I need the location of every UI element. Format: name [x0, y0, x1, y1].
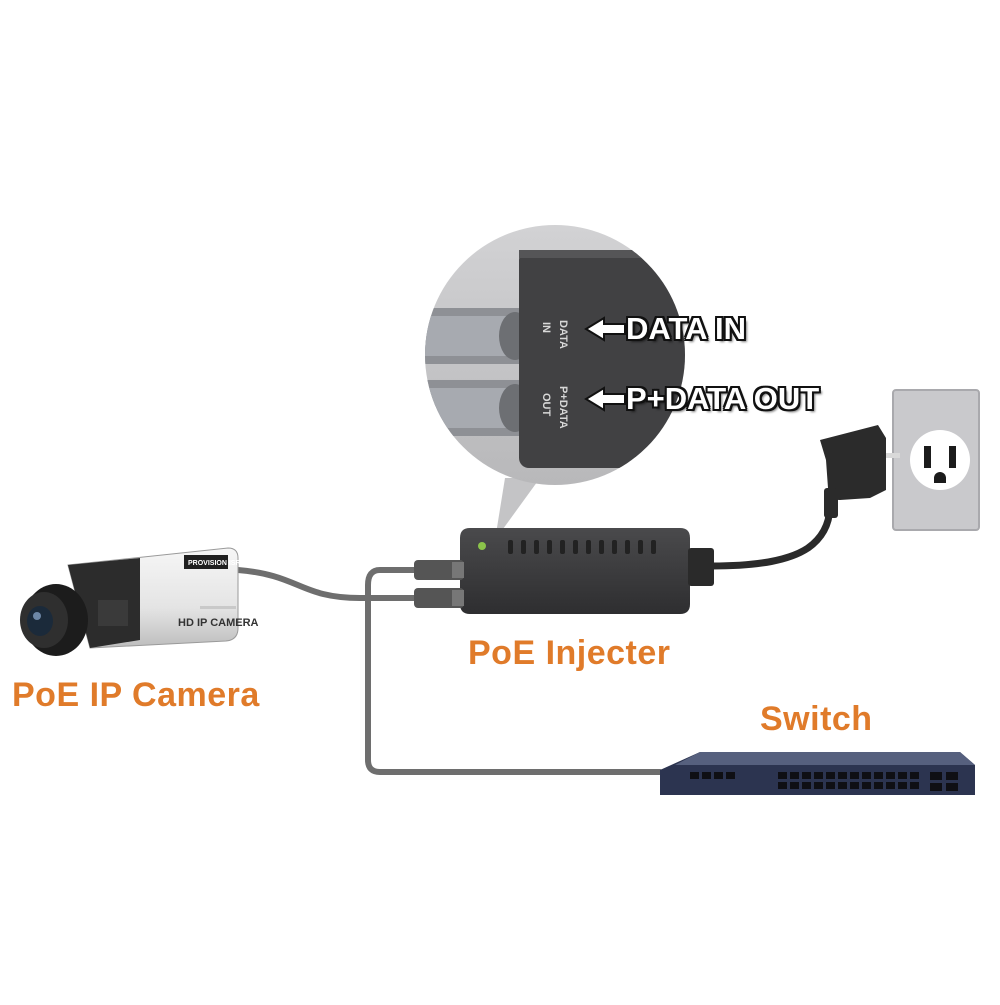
injector-vents [508, 540, 656, 554]
camera-model: HD IP CAMERA [178, 617, 259, 629]
port-label-data: DATA [557, 320, 569, 349]
arrow-left-icon [584, 386, 626, 412]
camera-to-injector-cable [235, 567, 423, 601]
injector-label: PoE Injecter [468, 634, 671, 672]
power-cable [708, 501, 834, 570]
ip-camera-device: PROVISION ISR HD IP CAMERA [20, 547, 259, 656]
arrow-left-icon [584, 316, 626, 342]
switch-label: Switch [760, 700, 873, 738]
camera-label: PoE IP Camera [12, 676, 260, 714]
port-label-in: IN [540, 322, 552, 333]
switch-to-injector-cable [365, 567, 663, 775]
power-led [478, 542, 486, 550]
zoom-pointer [495, 478, 540, 540]
power-plug-icon [820, 425, 900, 518]
wall-outlet-icon [892, 389, 980, 531]
port-label-out: OUT [540, 393, 552, 417]
port-label-pdata: P+DATA [557, 386, 569, 429]
zoom-circle: DATA IN P+DATA OUT [425, 225, 685, 485]
data-in-callout: DATA IN [626, 311, 746, 346]
pdata-out-callout: P+DATA OUT [626, 381, 820, 416]
camera-brand: PROVISION ISR [188, 560, 241, 567]
poe-injector-device [414, 528, 714, 614]
cables [235, 501, 834, 775]
network-switch-device [660, 752, 975, 795]
